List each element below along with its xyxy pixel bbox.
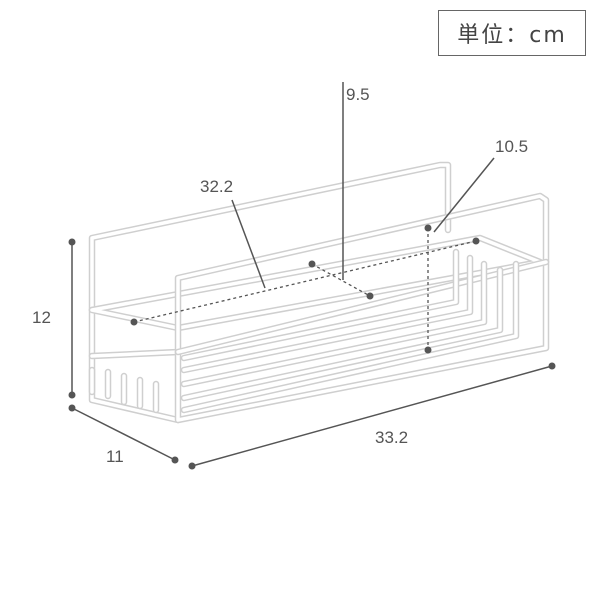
basket-bottom-wires xyxy=(180,248,520,414)
inner-height-dimension xyxy=(424,157,495,354)
width-dimension xyxy=(188,362,556,470)
height-dimension xyxy=(68,238,76,399)
basket-back-frame xyxy=(88,161,452,314)
height-label: 12 xyxy=(32,308,51,327)
unit-label: 単位：cm xyxy=(438,10,586,56)
back-height-label: 10.5 xyxy=(495,137,528,156)
inner-depth-dimension xyxy=(308,82,374,300)
depth-top-label: 9.5 xyxy=(346,85,370,104)
width-label: 33.2 xyxy=(375,428,408,447)
basket-left-frame xyxy=(88,306,182,424)
depth-dimension xyxy=(68,404,179,464)
depth-label: 11 xyxy=(106,447,124,466)
inner-width-dimension xyxy=(130,199,480,326)
inner-width-label: 32.2 xyxy=(200,177,233,196)
